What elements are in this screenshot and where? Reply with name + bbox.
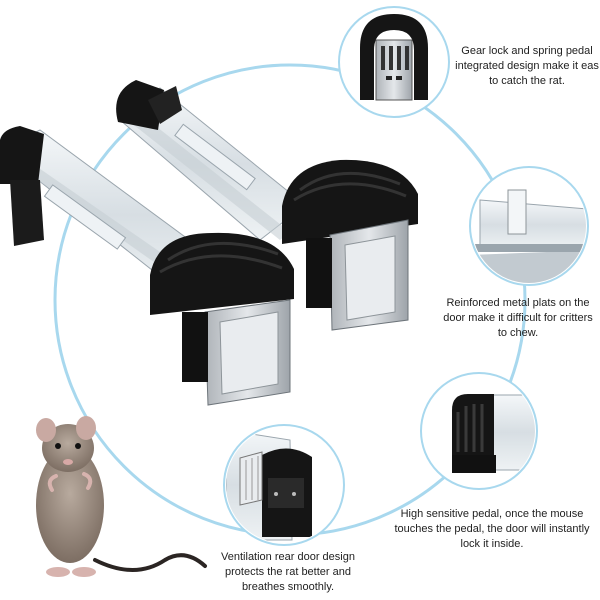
callout-gear-lock (338, 6, 450, 118)
trap-back-illustration (116, 80, 418, 331)
trap-front-illustration (0, 126, 294, 406)
caption-ventilation-door: Ventilation rear door design protects th… (221, 551, 355, 593)
caption-sensitive-pedal: High sensitive pedal, once the mouse tou… (394, 508, 590, 550)
callout-reinforced-plate (469, 166, 589, 286)
caption-gear-lock: Gear lock and spring pedal integrated de… (455, 45, 599, 87)
rat-illustration (36, 416, 207, 577)
callout-ventilation-door (223, 424, 345, 546)
callout-sensitive-pedal (420, 372, 538, 490)
caption-reinforced-plate: Reinforced metal plats on the door make … (443, 297, 593, 339)
